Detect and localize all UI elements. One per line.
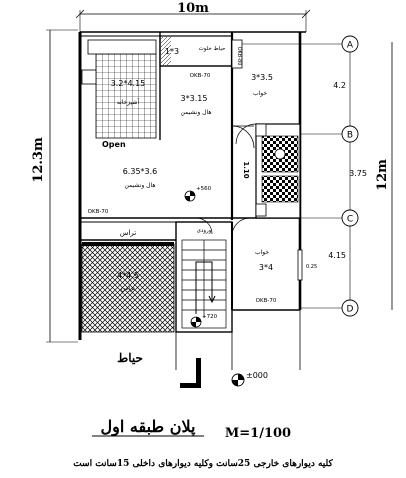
dim-seg-bc: 3.75 (349, 169, 367, 178)
terrace-size: 4*4.5 (117, 271, 139, 280)
plan-scale: M=1/100 (225, 426, 291, 441)
bathroom-block (255, 123, 301, 219)
top-dimension: 10m (75, 1, 311, 32)
bedroom1-size: 3*3.5 (251, 73, 273, 82)
entrance-label: ورودی (197, 228, 212, 234)
living1-code: OKB-70 (190, 73, 211, 79)
svg-text:±000: ±000 (246, 371, 268, 380)
level-marker-720: +720 (190, 314, 218, 328)
svg-text:+560: +560 (196, 186, 212, 192)
yard-light-size: 1*3 (165, 47, 179, 56)
dim-total-width: 10m (177, 1, 209, 16)
kitchen-floor-grid (95, 53, 157, 139)
svg-text:A: A (347, 41, 354, 51)
bedroom2-window-dim: 0.25 (306, 264, 317, 270)
okb-left-code: OKB-70 (88, 209, 109, 215)
kitchen-counter (87, 39, 157, 55)
living2-label: هال ونشیمن (124, 182, 155, 189)
svg-text:+720: +720 (202, 314, 218, 320)
plan-title: پلان طبقه اول (101, 417, 196, 437)
yard-label: حیاط (117, 351, 143, 365)
terrace-top-label: تراس (120, 229, 136, 237)
axis-bubble-c: C (341, 209, 359, 227)
svg-text:C: C (347, 215, 353, 225)
wardrobe-1 (231, 39, 243, 69)
living1-label: هال ونشیمن (180, 109, 211, 116)
terrace-label: تراس (121, 285, 135, 292)
kitchen-appliance (81, 69, 97, 85)
terrace-fill-top (82, 242, 174, 246)
terrace-fill (81, 243, 175, 333)
wc-dimension: 1.10 (242, 161, 250, 178)
staircase (181, 239, 227, 329)
dim-seg-ab: 4.2 (333, 81, 346, 90)
north-arrow (180, 358, 201, 388)
door-arcs (195, 123, 257, 237)
level-marker-000: ±000 (231, 371, 268, 387)
dim-seg-cd: 4.15 (328, 251, 346, 260)
axis-bubble-b: B (341, 125, 359, 143)
yard-light-label: حیاط خلوت (199, 46, 226, 52)
level-marker-560: +560 (184, 186, 212, 202)
svg-text:D: D (347, 305, 354, 315)
dim-total-height-left: 12.3m (31, 137, 46, 183)
living2-size: 6.35*3.6 (123, 167, 158, 176)
okb-bottom-code: OKB-70 (256, 298, 277, 304)
right-dimension: 12m 4.2 3.75 4.15 (328, 42, 393, 310)
axis-bubble-a: A (341, 35, 359, 53)
kitchen-label: آشپزخانه (117, 97, 140, 106)
bedroom1-label: خواب (253, 90, 267, 97)
bedroom1-code: OKB-80 (236, 47, 242, 66)
wall-thickness-note: کلیه دیوارهای خارجی 25سانت وکلیه دیوارها… (73, 458, 333, 469)
left-dimension: 12.3m (31, 29, 78, 343)
open-label: Open (102, 140, 126, 149)
kitchen-size: 3.2*4.15 (111, 79, 146, 88)
bedroom2-label: خواب (255, 249, 269, 256)
yard-light-hatch (161, 37, 171, 65)
svg-text:B: B (347, 131, 353, 141)
living1-size: 3*3.15 (181, 94, 208, 103)
axis-bubble-d: D (341, 299, 359, 317)
bedroom2-size: 3*4 (259, 263, 273, 272)
window-bedroom-2 (297, 249, 303, 281)
dim-total-height-right: 12m (375, 159, 390, 191)
